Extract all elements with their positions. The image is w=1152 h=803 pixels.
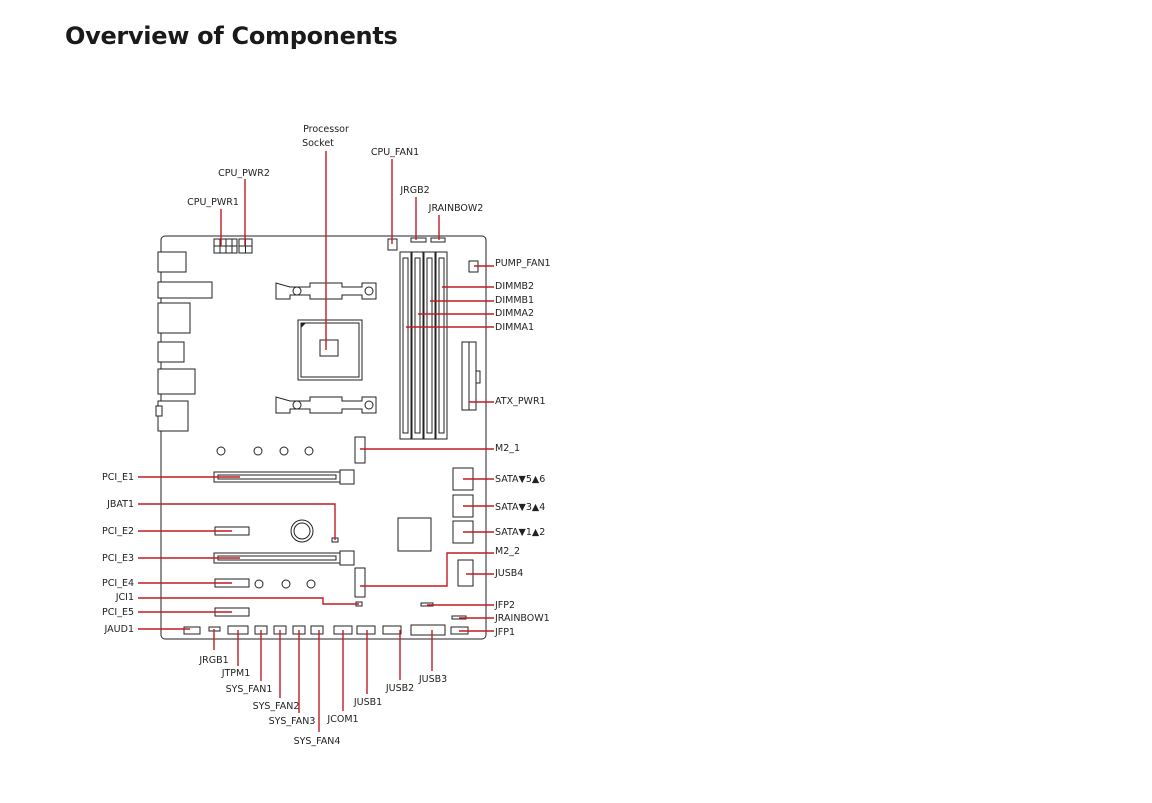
jrainbow2-header xyxy=(430,237,446,243)
label-sys-fan2: SYS_FAN2 xyxy=(253,701,300,712)
leader-lines xyxy=(138,151,494,732)
label-jusb1: JUSB1 xyxy=(353,697,382,708)
cpu-socket xyxy=(297,319,363,381)
m2-2-slot xyxy=(354,567,366,598)
label-jrgb2: JRGB2 xyxy=(399,185,429,196)
jusb4-port xyxy=(457,559,474,587)
label-jusb4: JUSB4 xyxy=(494,568,523,579)
label-jrainbow2: JRAINBOW2 xyxy=(428,203,484,214)
label-sys-fan1: SYS_FAN1 xyxy=(226,684,273,695)
label-dimma2: DIMMA2 xyxy=(495,308,534,319)
cpu-pwr1-connector xyxy=(213,238,238,254)
label-jusb2: JUSB2 xyxy=(385,683,414,694)
label-sata34: SATA▼3▲4 xyxy=(495,502,545,513)
atx-pwr1-connector xyxy=(461,341,481,411)
label-jusb3: JUSB3 xyxy=(418,674,447,685)
label-pci-e4: PCI_E4 xyxy=(102,578,134,589)
label-sys-fan3: SYS_FAN3 xyxy=(269,716,316,727)
label-atx-pwr1: ATX_PWR1 xyxy=(495,396,546,407)
label-sys-fan4: SYS_FAN4 xyxy=(294,736,341,747)
cmos-battery xyxy=(290,519,314,543)
label-sata12: SATA▼1▲2 xyxy=(495,527,545,538)
page-title: Overview of Components xyxy=(65,22,398,50)
label-jfp1: JFP1 xyxy=(494,627,515,638)
m2-standoffs xyxy=(216,446,316,589)
label-pci-e5: PCI_E5 xyxy=(102,607,134,618)
label-pci-e1: PCI_E1 xyxy=(102,472,134,483)
label-jrainbow1: JRAINBOW1 xyxy=(494,613,550,624)
label-pump-fan1: PUMP_FAN1 xyxy=(495,258,551,269)
label-jci1: JCI1 xyxy=(115,592,134,603)
label-cpu-pwr1: CPU_PWR1 xyxy=(187,197,239,208)
jrgb2-header xyxy=(410,237,427,243)
label-jbat1: JBAT1 xyxy=(106,499,134,510)
label-dimmb1: DIMMB1 xyxy=(495,295,534,306)
label-m2-1: M2_1 xyxy=(495,443,520,454)
label-pci-e3: PCI_E3 xyxy=(102,553,134,564)
labels: Processor Socket CPU_FAN1 CPU_PWR2 CPU_P… xyxy=(102,124,551,747)
label-cpu-pwr2: CPU_PWR2 xyxy=(218,168,270,179)
label-jaud1: JAUD1 xyxy=(104,624,134,635)
label-jcom1: JCOM1 xyxy=(326,714,358,725)
label-cpu-fan1: CPU_FAN1 xyxy=(371,147,419,158)
label-dimmb2: DIMMB2 xyxy=(495,281,534,292)
label-processor-socket-1: Processor xyxy=(303,124,349,135)
label-jrgb1: JRGB1 xyxy=(198,655,228,666)
dimm-slots xyxy=(399,251,448,440)
label-jtpm1: JTPM1 xyxy=(221,668,251,679)
label-pci-e2: PCI_E2 xyxy=(102,526,134,537)
label-dimma1: DIMMA1 xyxy=(495,322,534,333)
bottom-headers xyxy=(183,624,446,636)
board-outline xyxy=(160,235,487,640)
chipset xyxy=(397,517,432,552)
label-sata56: SATA▼5▲6 xyxy=(495,474,545,485)
socket-bracket-bottom xyxy=(275,396,377,414)
label-m2-2: M2_2 xyxy=(495,546,520,557)
m2-1-slot xyxy=(354,436,366,464)
label-processor-socket-2: Socket xyxy=(302,138,334,149)
label-jfp2: JFP2 xyxy=(494,600,515,611)
rear-io xyxy=(155,251,213,432)
